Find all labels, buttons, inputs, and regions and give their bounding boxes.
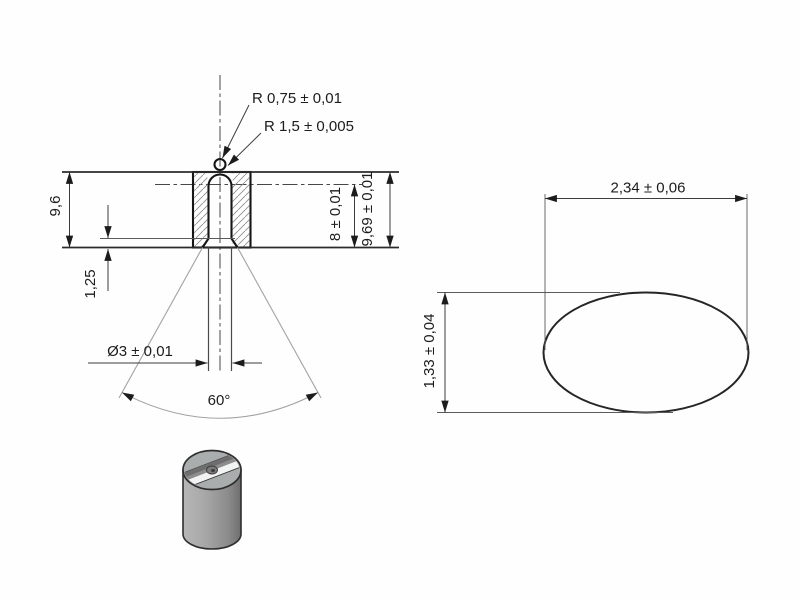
radius-tip-label: R 0,75 ± 0,01: [252, 90, 342, 107]
slot-center-hole-dot: [211, 469, 215, 472]
screw-slot: [184, 452, 240, 488]
angle-dimension-arc: [121, 392, 319, 419]
slot-width-label: 1,33 ± 0,04: [421, 314, 438, 389]
leader-radius-dome: [227, 132, 262, 166]
slot-top-view: 2,34 ± 0,06 1,33 ± 0,04: [421, 180, 750, 414]
cone-flank-left: [118, 247, 203, 399]
countersink-depth-label: 1,25: [82, 269, 99, 298]
radius-dome-label: R 1,5 ± 0,005: [264, 118, 354, 135]
overall-height-label: 9,69 ± 0,01: [359, 172, 376, 247]
cone-angle-label: 60°: [208, 392, 231, 409]
hatch-left: [194, 173, 208, 247]
outer-height-label: 9,6: [47, 196, 64, 217]
part-3d-thumbnail: [182, 449, 242, 550]
bore-depth-label: 8 ± 0,01: [327, 187, 344, 241]
slot-shadow: [184, 452, 240, 480]
leader-radius-tip: [222, 104, 250, 159]
cone-flank-right: [237, 247, 322, 399]
tip-radius-circle: [213, 157, 227, 172]
cylinder-body: [182, 469, 242, 550]
section-view: 60° 9,6 1,25 8 ± 0,01 9,69 ± 0,01 Ø3 ± 0…: [47, 75, 399, 419]
bore-diameter-label: Ø3 ± 0,01: [107, 343, 173, 360]
bore-outline: [201, 173, 239, 249]
slot-length-label: 2,34 ± 0,06: [611, 180, 686, 197]
hatch-right: [232, 173, 250, 247]
